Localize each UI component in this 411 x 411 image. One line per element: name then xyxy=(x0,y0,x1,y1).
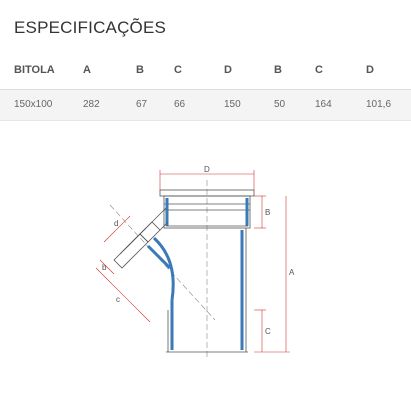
page-title: ESPECIFICAÇÕES xyxy=(14,18,167,37)
dimension-lines xyxy=(95,170,290,353)
label-b-main: B xyxy=(265,208,270,217)
header-b-small: B xyxy=(274,51,315,90)
label-c-main: C xyxy=(265,327,271,336)
header-c-small: C xyxy=(315,51,366,90)
header-a: A xyxy=(83,51,136,90)
cell-b: 67 xyxy=(136,88,174,121)
label-c-branch: c xyxy=(116,295,120,304)
header-d-small: D xyxy=(366,51,411,90)
cell-c-small: 164 xyxy=(315,88,366,121)
cell-b-small: 50 xyxy=(274,88,315,121)
branch-pipe-walls xyxy=(146,236,175,301)
label-d-branch: d xyxy=(114,219,118,228)
cell-d: 150 xyxy=(224,88,274,121)
label-b-branch: b xyxy=(102,263,107,272)
cell-d-small: 101,6 xyxy=(366,88,411,121)
header-d: D xyxy=(224,51,274,90)
header-c: C xyxy=(174,51,224,90)
label-d-main: D xyxy=(204,165,210,174)
header-bitola: BITOLA xyxy=(0,51,83,90)
main-socket xyxy=(159,189,255,229)
spec-table: BITOLA A B C D B C D 150x100 282 67 66 1… xyxy=(0,51,411,121)
cell-bitola: 150x100 xyxy=(0,88,83,121)
cell-a: 282 xyxy=(83,88,136,121)
table-header-row: BITOLA A B C D B C D xyxy=(0,51,411,90)
table-row: 150x100 282 67 66 150 50 164 101,6 xyxy=(0,88,411,121)
main-pipe-walls xyxy=(165,198,249,350)
branch-socket xyxy=(113,207,169,269)
cell-c: 66 xyxy=(174,88,224,121)
junction-drawing: D B A C d b c xyxy=(95,165,295,360)
header-b: B xyxy=(136,51,174,90)
label-a: A xyxy=(289,268,295,277)
